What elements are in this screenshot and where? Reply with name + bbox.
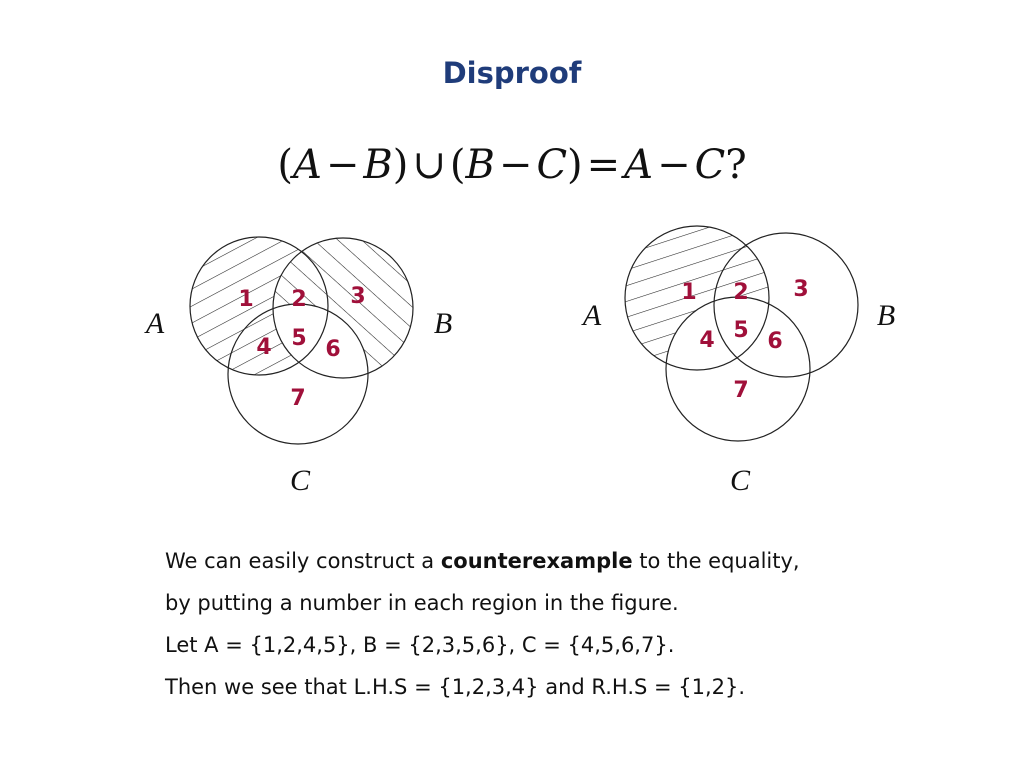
hatch-b-minus-c	[273, 238, 413, 378]
set-label-c: C	[290, 464, 311, 497]
equation-set-c: C	[536, 142, 568, 188]
set-label-b: B	[434, 307, 452, 340]
equation-question-mark: ?	[725, 142, 747, 188]
region-3: 3	[350, 284, 365, 309]
set-equation: (A−B)∪(B−C)=A−C?	[0, 142, 1024, 188]
counterexample-keyword: counterexample	[440, 549, 633, 573]
equation-set-a: A	[292, 142, 322, 188]
conclusion-line: Then we see that L.H.S = {1,2,3,4} and R…	[165, 675, 746, 699]
region-5: 5	[291, 326, 306, 351]
equation-minus-3: −	[657, 142, 691, 188]
region-6: 6	[325, 337, 340, 362]
set-label-a: A	[144, 307, 165, 340]
equation-rparen-2: )	[567, 142, 583, 188]
equation-rparen-1: )	[392, 142, 409, 188]
explanation-line-1-end: to the equality,	[632, 549, 800, 573]
explanation-text: We can easily construct a counterexample…	[165, 540, 965, 708]
set-definitions: Let A = {1,2,4,5}, B = {2,3,5,6}, C = {4…	[165, 633, 675, 657]
circle-a	[189, 236, 329, 376]
circle-c	[227, 303, 369, 445]
equation-union: ∪	[412, 142, 446, 188]
equation-set-a-2: A	[624, 142, 654, 188]
region-4: 4	[256, 335, 271, 360]
equation-set-b: B	[363, 142, 393, 188]
explanation-line-1: We can easily construct a counterexample…	[165, 540, 965, 582]
equation-lparen-2: (	[449, 142, 466, 188]
equation-equals: =	[586, 142, 621, 188]
explanation-line-2: by putting a number in each region in th…	[165, 591, 679, 615]
equation-lparen-1: (	[277, 142, 293, 188]
equation-minus-2: −	[498, 142, 533, 188]
slide-title: Disproof	[442, 56, 582, 90]
region-2: 2	[291, 287, 306, 312]
equation-minus-1: −	[325, 142, 360, 188]
explanation-line-1-start: We can easily construct a	[165, 549, 441, 573]
equation-set-c-2: C	[694, 142, 726, 188]
equation-set-b-2: B	[465, 142, 495, 188]
region-1: 1	[238, 287, 253, 312]
region-7: 7	[290, 386, 305, 411]
